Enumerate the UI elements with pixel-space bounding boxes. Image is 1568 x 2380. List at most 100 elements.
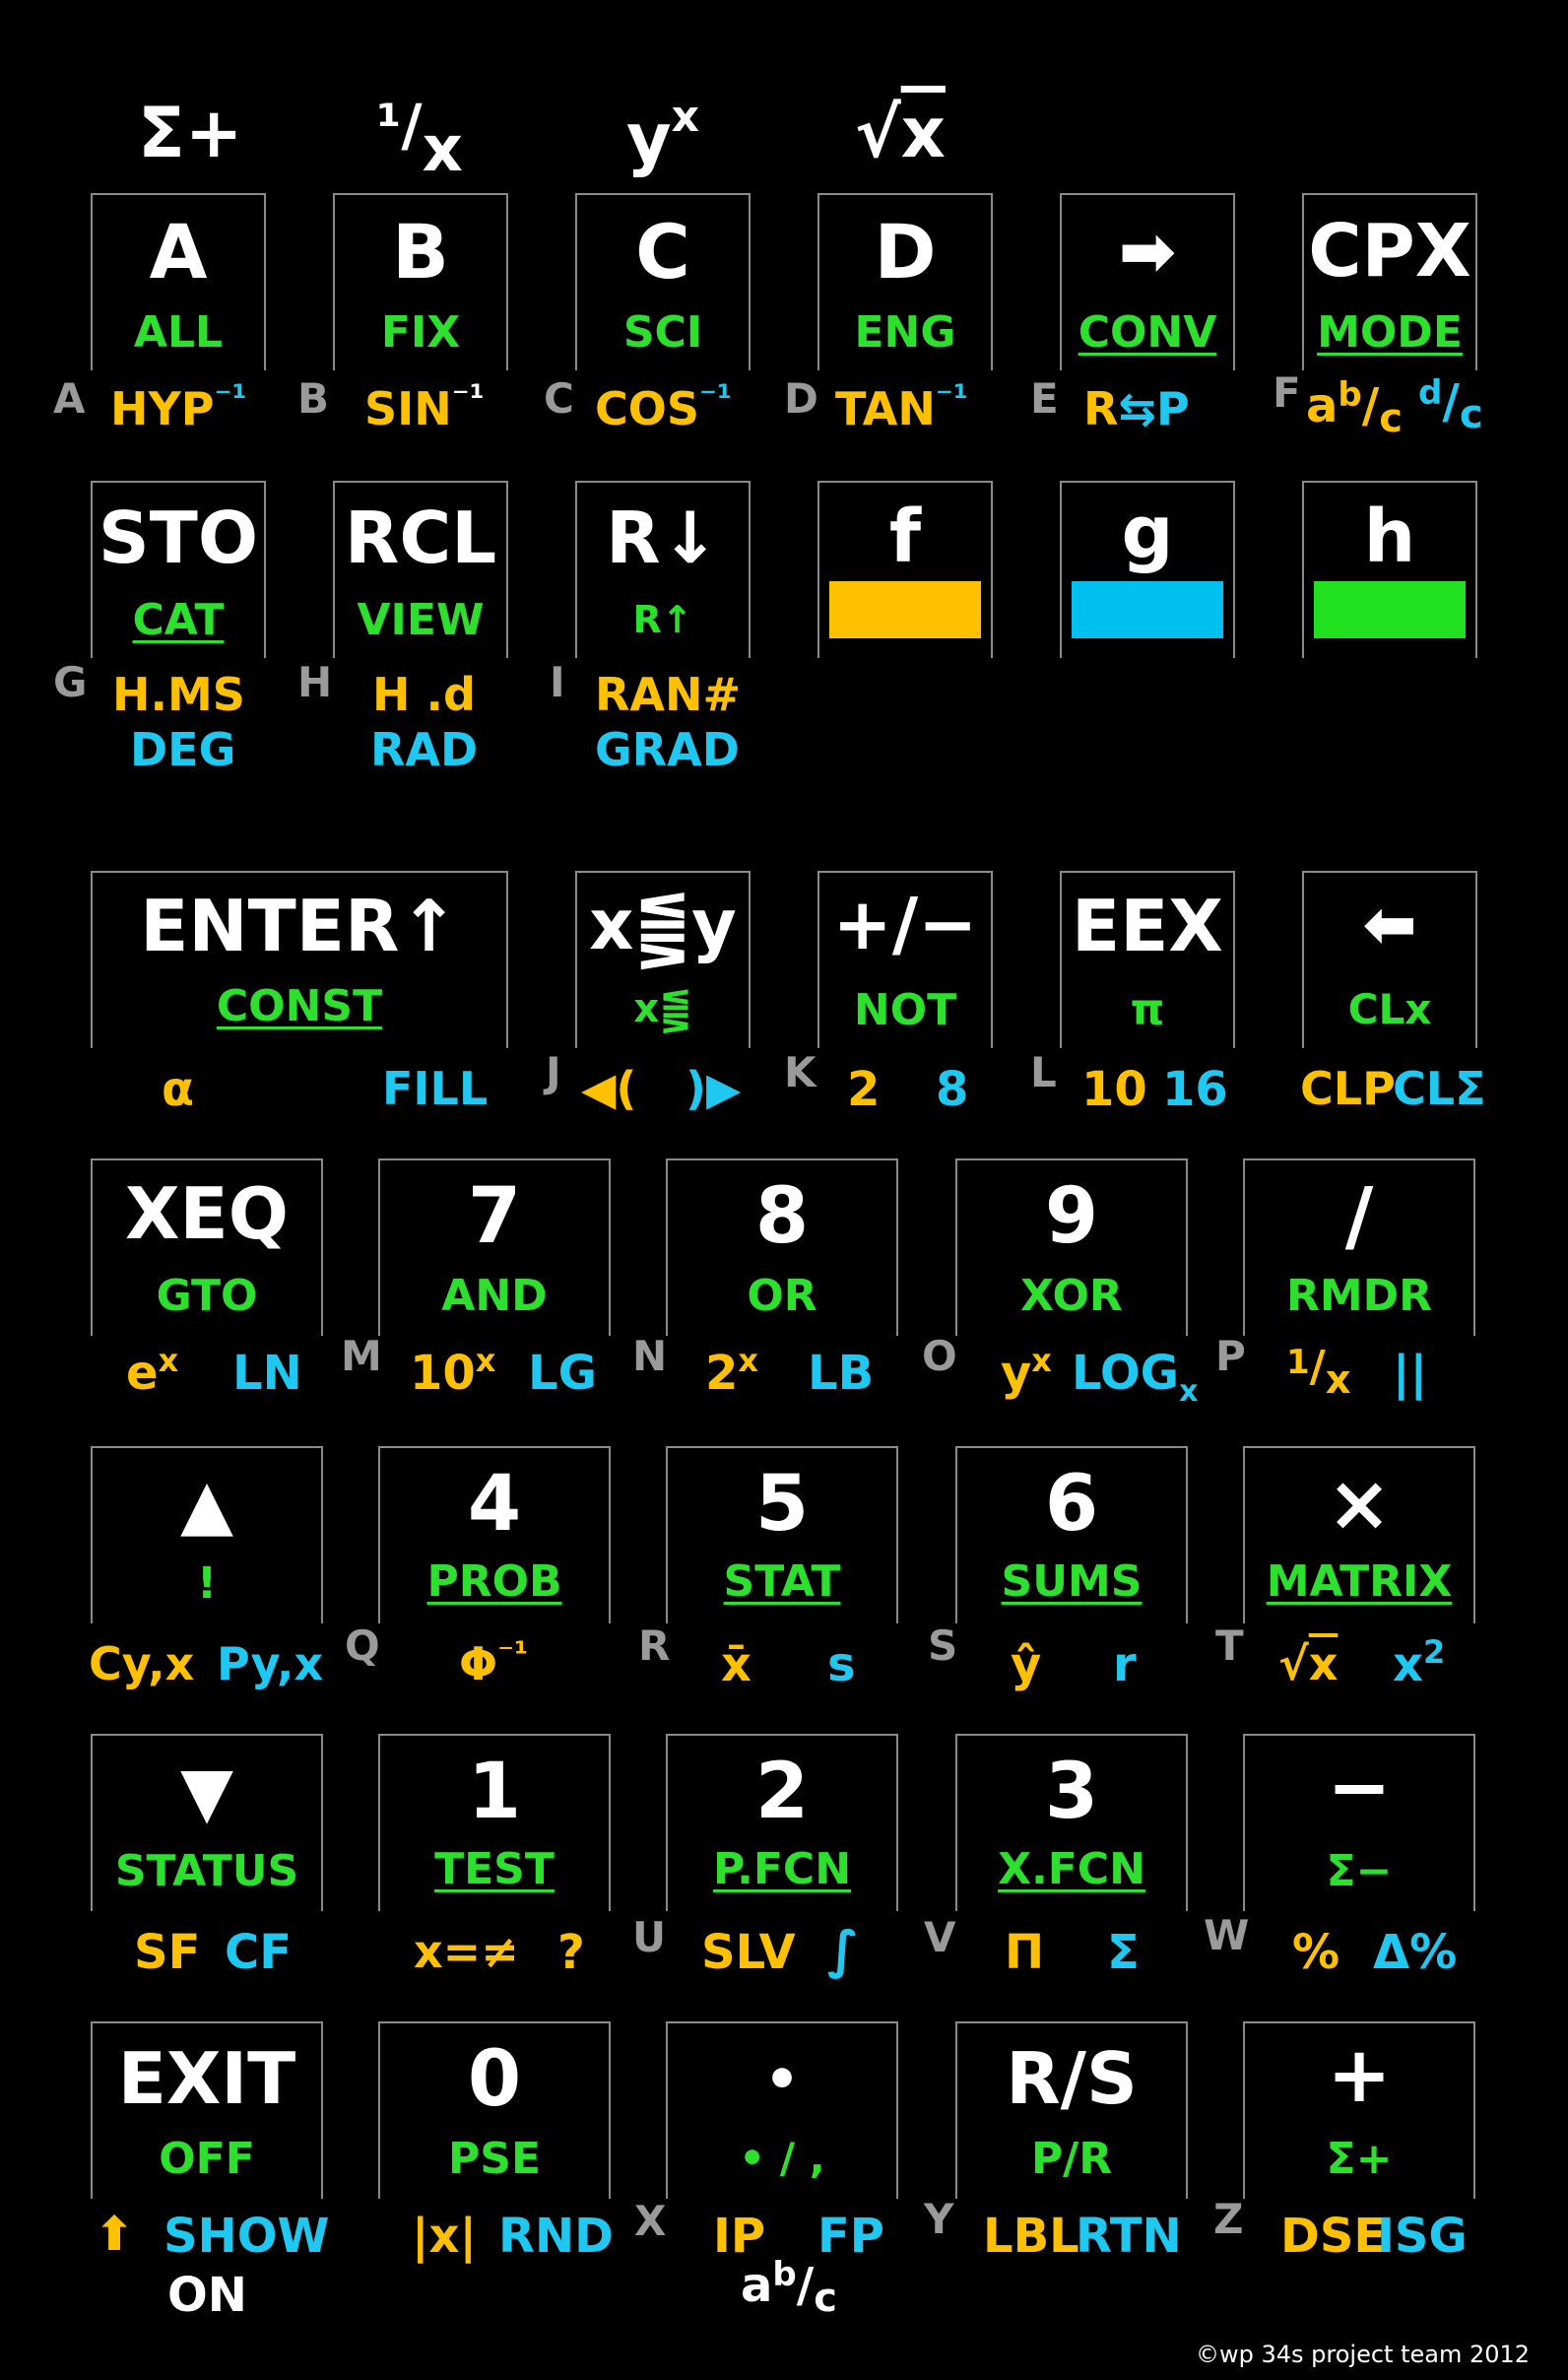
key-label: /: [1344, 1172, 1374, 1261]
key-label: EXIT: [117, 2037, 296, 2120]
key-label: •: [764, 2048, 800, 2112]
key-a[interactable]: A ALL: [91, 193, 266, 370]
key-8[interactable]: 8 OR: [666, 1158, 898, 1336]
down-triangle-icon: ▼: [180, 1752, 233, 1832]
key-label: +: [1327, 2031, 1392, 2120]
key-decimal-point[interactable]: • • / ,: [666, 2021, 898, 2199]
label-percent: %: [1292, 1925, 1340, 1980]
key-label: +/−: [832, 883, 978, 965]
alpha-letter-b: B: [297, 374, 330, 423]
key-run-stop[interactable]: R/S P/R: [955, 2021, 1188, 2199]
alpha-letter-n: N: [632, 1332, 668, 1380]
sigma-plus-label: Σ+: [138, 93, 243, 173]
key-arrow-right[interactable]: ➡ CONV: [1060, 193, 1235, 370]
key-label: 8: [754, 1172, 810, 1261]
key-green-label: NOT: [853, 985, 957, 1035]
key-3[interactable]: 3 X.FCN: [955, 1734, 1188, 1911]
key-rcl[interactable]: RCL VIEW: [333, 481, 508, 658]
key-b[interactable]: B FIX: [333, 193, 508, 370]
label-ln: LN: [232, 1346, 302, 1401]
key-cpx[interactable]: CPX MODE: [1302, 193, 1477, 370]
key-up[interactable]: ▲ !: [91, 1446, 323, 1623]
label-hms: H.MS: [112, 668, 245, 721]
key-4[interactable]: 4 PROB: [378, 1446, 611, 1623]
key-label: ×: [1327, 1460, 1392, 1549]
label-isg: ISG: [1377, 2209, 1468, 2264]
alpha-letter-d: D: [784, 374, 818, 423]
alpha-letter-u: U: [632, 1913, 667, 1961]
key-divide[interactable]: / RMDR: [1243, 1158, 1475, 1336]
label-cf: CF: [225, 1925, 293, 1980]
key-9[interactable]: 9 XOR: [955, 1158, 1188, 1336]
label-integral: ∫: [827, 1921, 859, 1980]
label-base-8: 8: [936, 1062, 969, 1117]
label-sum: Σ: [1107, 1925, 1140, 1980]
key-green-label: SUMS: [1001, 1556, 1143, 1607]
key-minus[interactable]: − Σ−: [1243, 1734, 1475, 1911]
key-7[interactable]: 7 AND: [378, 1158, 611, 1336]
key-green-label: MATRIX: [1266, 1556, 1453, 1607]
key-green-label: !: [196, 1558, 218, 1609]
key-roll-down[interactable]: R↓ R↑: [575, 481, 751, 658]
reciprocal-label-text: ¹/: [376, 92, 423, 159]
shift-up-arrow-icon: ⬆: [95, 2207, 135, 2262]
f-shift-bar: [829, 581, 981, 638]
key-g-shift[interactable]: g: [1060, 481, 1235, 658]
label-cos-inv: COS⁻¹: [595, 378, 732, 435]
key-swap-xy[interactable]: x⪋y x⪋: [575, 871, 751, 1048]
key-c[interactable]: C SCI: [575, 193, 751, 370]
key-green-label: PROB: [426, 1556, 562, 1607]
key-label: RCL: [344, 496, 497, 579]
key-5[interactable]: 5 STAT: [666, 1446, 898, 1623]
label-question: ?: [557, 1925, 585, 1980]
key-label: B: [392, 208, 449, 296]
backspace-icon: ⬅: [1362, 887, 1417, 962]
key-down[interactable]: ▼ STATUS: [91, 1734, 323, 1911]
key-label: R↓: [606, 496, 720, 579]
key-label: C: [635, 208, 690, 296]
key-0[interactable]: 0 PSE: [378, 2021, 611, 2199]
label-ab-c: ab/c: [1306, 375, 1403, 441]
label-y-hat: ŷ: [1011, 1637, 1042, 1692]
key-chs[interactable]: +/− NOT: [817, 871, 993, 1048]
label-ip: IP: [713, 2209, 766, 2264]
key-green-label: R↑: [632, 598, 693, 641]
alpha-letter-o: O: [922, 1332, 957, 1380]
key-xeq[interactable]: XEQ GTO: [91, 1158, 323, 1336]
key-plus[interactable]: + Σ+: [1243, 2021, 1475, 2199]
label-clp: CLP: [1300, 1062, 1396, 1115]
key-label: CPX: [1308, 209, 1471, 294]
alpha-letter-f: F: [1273, 368, 1301, 417]
key-eex[interactable]: EEX π: [1060, 871, 1235, 1048]
label-abs-x: |x|: [412, 2209, 478, 2264]
label-tan-inv: TAN⁻¹: [835, 378, 968, 435]
key-h-shift[interactable]: h: [1302, 481, 1477, 658]
key-exit[interactable]: EXIT OFF: [91, 2021, 323, 2199]
key-1[interactable]: 1 TEST: [378, 1734, 611, 1911]
label-sqrt: √x: [1278, 1637, 1339, 1690]
key-d[interactable]: D ENG: [817, 193, 993, 370]
alpha-letter-j: J: [546, 1048, 561, 1096]
key-label: 0: [467, 2035, 522, 2124]
label-base-16: 16: [1162, 1062, 1228, 1117]
key-f-shift[interactable]: f: [817, 481, 993, 658]
key-sto[interactable]: STO CAT: [91, 481, 266, 658]
label-reciprocal: 1/x: [1286, 1342, 1351, 1403]
label-lg: LG: [528, 1346, 597, 1401]
key-2[interactable]: 2 P.FCN: [666, 1734, 898, 1911]
up-triangle-icon: ▲: [180, 1464, 233, 1545]
label-sf: SF: [134, 1925, 201, 1980]
label-phi-inv: Φ⁻¹: [459, 1634, 529, 1690]
key-label: 4: [467, 1460, 522, 1549]
key-multiply[interactable]: × MATRIX: [1243, 1446, 1475, 1623]
label-y-power: yx: [1001, 1342, 1052, 1401]
key-6[interactable]: 6 SUMS: [955, 1446, 1188, 1623]
key-label: 9: [1044, 1172, 1099, 1261]
key-label: 3: [1044, 1748, 1099, 1836]
alpha-letter-g: G: [53, 658, 88, 706]
label-rtn: RTN: [1076, 2209, 1182, 2264]
label-scroll-left: ◀(: [581, 1062, 637, 1115]
key-backspace[interactable]: ⬅ CLx: [1302, 871, 1477, 1048]
alpha-letter-r: R: [638, 1621, 671, 1670]
key-enter[interactable]: ENTER↑ CONST: [91, 871, 508, 1048]
